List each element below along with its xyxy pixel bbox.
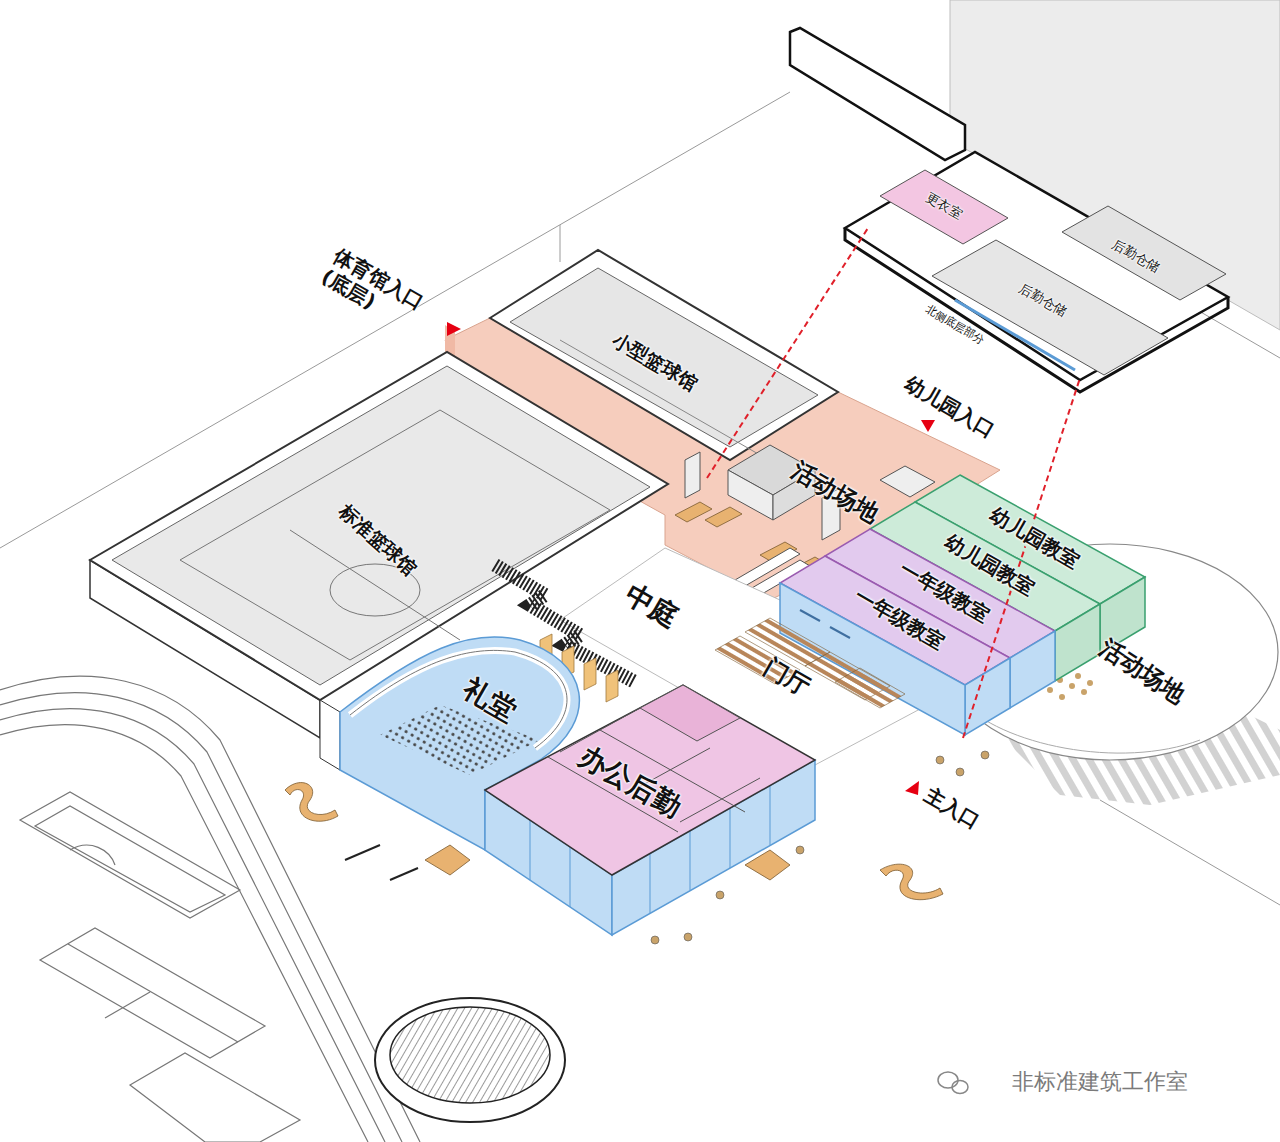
activity-zone: 活动场地 (942, 545, 1278, 761)
watermark: 非标准建筑工作室 (1012, 1069, 1188, 1095)
zone-label: 后勤仓储 (1110, 236, 1163, 276)
zone-label: 礼堂 (457, 671, 522, 728)
office-zone: 办公后勤 (485, 680, 815, 880)
zone-label: 小型篮球馆 (608, 328, 702, 395)
zone-label: 活动场地 (786, 456, 884, 529)
zone-label: 北侧底层部分 (923, 303, 987, 347)
gym-zone: 小型篮球馆 (490, 248, 840, 462)
courtyard-zone: 中庭 (560, 555, 760, 665)
zone-label: 活动场地 (1094, 634, 1190, 710)
room-zone: 更衣室 (878, 166, 1010, 246)
entrance-label: 幼儿园入口 (901, 372, 1000, 443)
hall-zone: 门厅 (700, 625, 940, 735)
room-zone: 后勤仓储 (1060, 203, 1228, 301)
classroom-band: 一年级教室 (780, 556, 1012, 687)
zone-label: 更衣室 (923, 189, 965, 222)
gym-zone: 标准篮球馆 (90, 350, 670, 702)
room-zone: 后勤仓储 (930, 236, 1175, 378)
entrance-label: 体育馆入口 (底层) (318, 243, 439, 341)
zone-label: 办公后勤 (573, 739, 687, 824)
zone-label: 一年级教室 (847, 582, 953, 657)
building-part: 北侧底层部分 更衣室后勤仓储后勤仓储 (840, 145, 1235, 385)
entrance-label: 主入口 (920, 783, 984, 834)
auditorium-zone: 礼堂 (340, 630, 595, 780)
zone-label: 中庭 (619, 577, 684, 634)
zone-label: 标准篮球馆 (335, 500, 421, 581)
zone-label: 后勤仓储 (1017, 280, 1070, 320)
zone-label: 门厅 (759, 653, 815, 702)
